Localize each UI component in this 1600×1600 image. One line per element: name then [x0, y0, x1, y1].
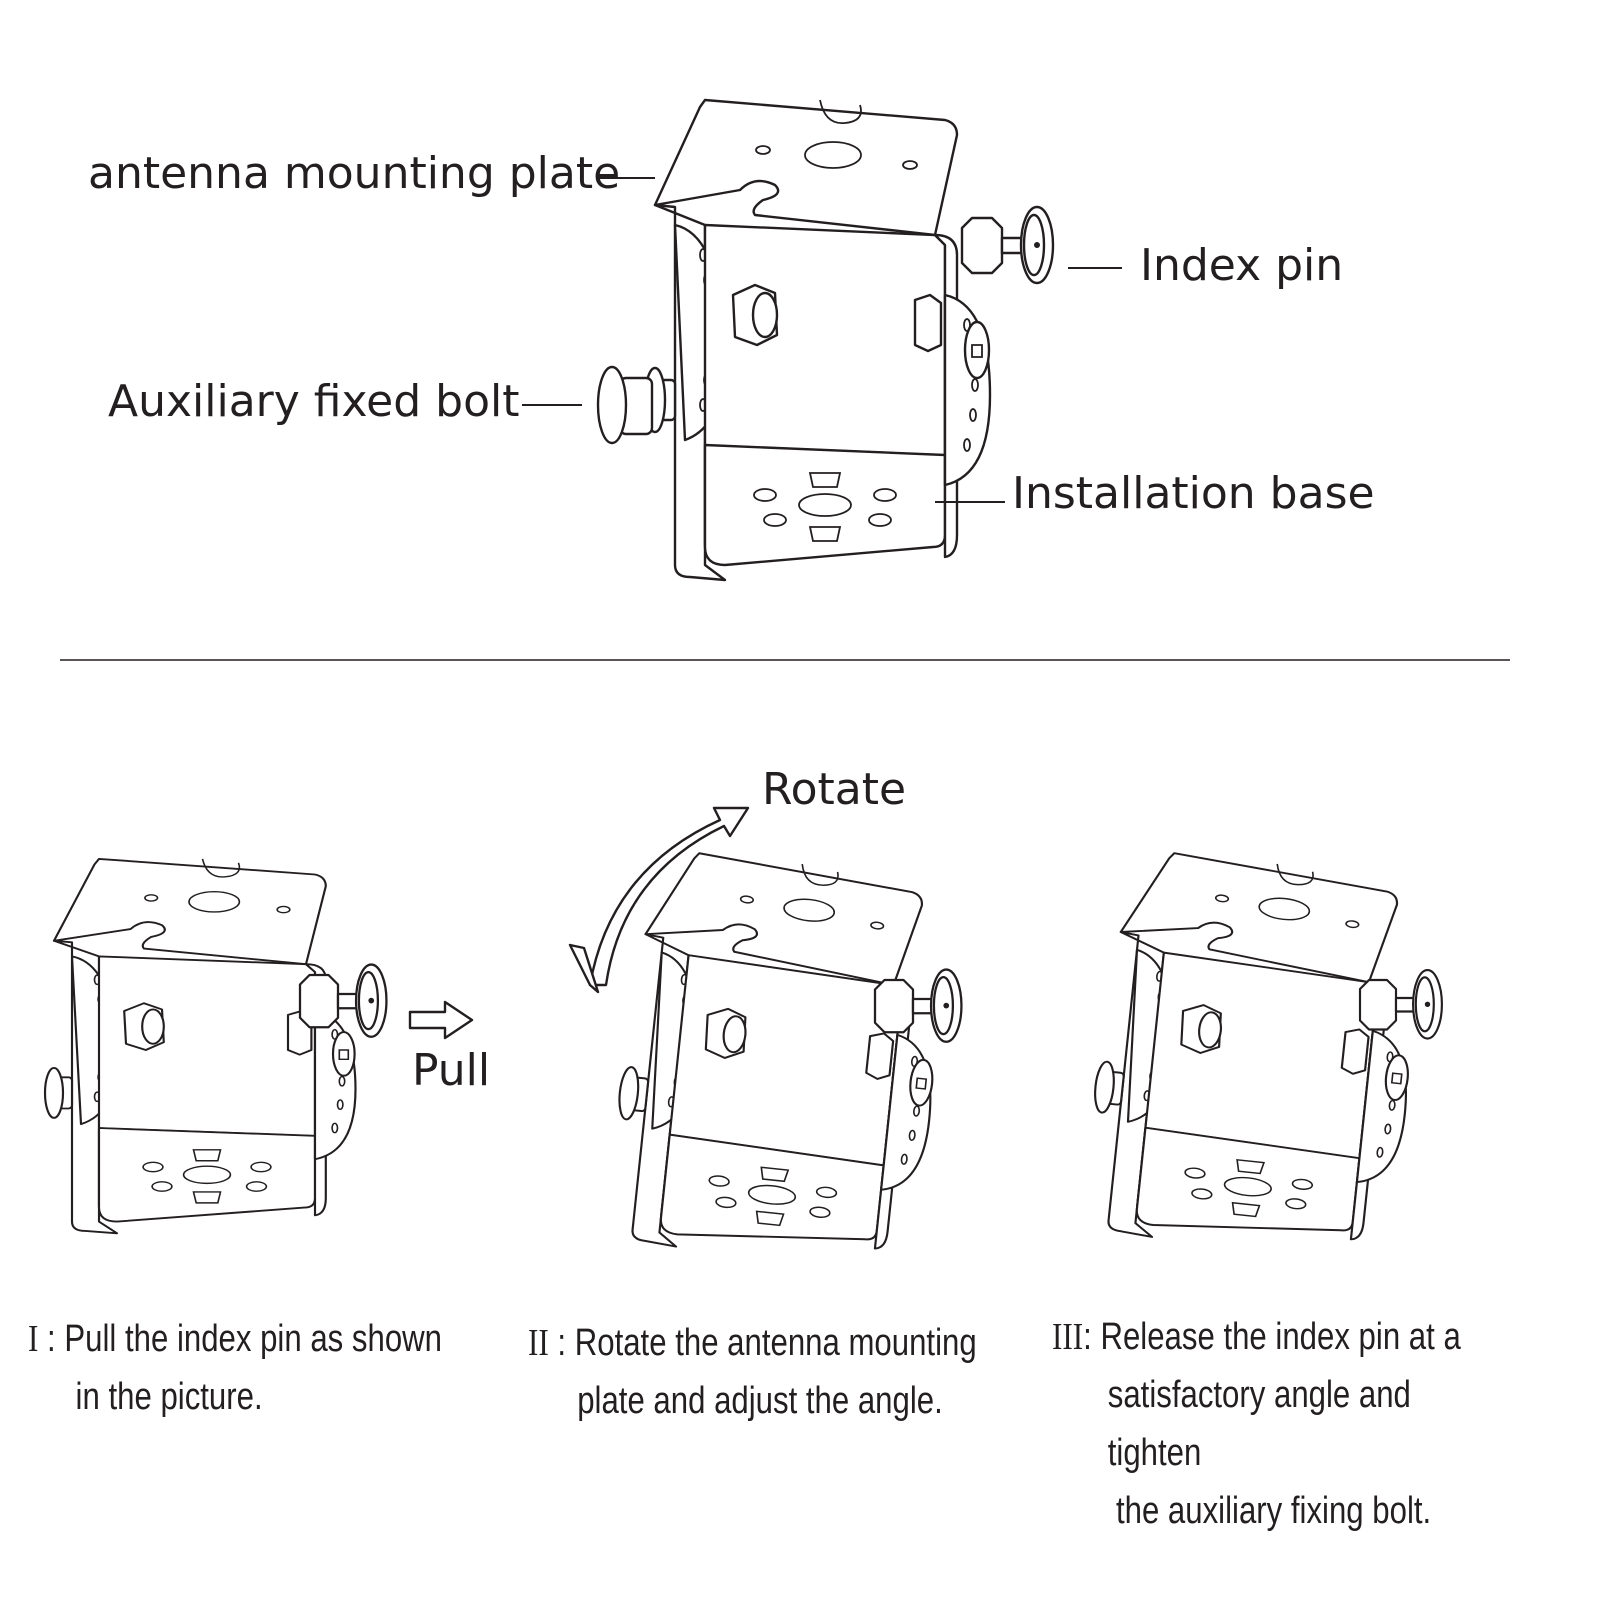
label-index-pin: Index pin: [1140, 240, 1344, 291]
step2-caption: II : Rotate the antenna mounting plate a…: [528, 1314, 977, 1430]
step1-index-pin-pulled: [298, 963, 388, 1038]
step1-separator: :: [47, 1318, 56, 1360]
step1-caption: I : Pull the index pin as shown in the p…: [28, 1310, 442, 1426]
main-index-pin: [960, 205, 1055, 285]
label-antenna-mounting-plate: antenna mounting plate: [88, 148, 621, 199]
step1-line2: in the picture.: [75, 1376, 263, 1418]
main-aux-bolt: [596, 365, 654, 445]
step2-line2: plate and adjust the angle.: [577, 1380, 943, 1422]
label-installation-base: Installation base: [1012, 468, 1375, 519]
step3-bracket-drawing: [1079, 846, 1431, 1263]
step2-line1: Rotate the antenna mounting: [574, 1322, 977, 1364]
step1-line1: Pull the index pin as shown: [64, 1318, 442, 1360]
step3-number: III: [1052, 1316, 1084, 1358]
step1-number: I: [28, 1318, 39, 1360]
step2-number: II: [528, 1322, 549, 1364]
rotate-arrow-icon: [568, 806, 750, 994]
main-bracket-drawing: [643, 98, 992, 582]
step3-line1: Release the index pin at a: [1100, 1316, 1461, 1358]
step3-caption: III: Release the index pin at a satisfac…: [1052, 1308, 1501, 1540]
step1-bracket-drawing: [43, 857, 357, 1235]
step3-line3: the auxiliary fixing bolt.: [1115, 1490, 1432, 1532]
step2-index-pin: [873, 968, 963, 1043]
step3-index-pin: [1358, 969, 1443, 1040]
label-auxiliary-fixed-bolt: Auxiliary fixed bolt: [108, 376, 520, 427]
step2-separator: :: [557, 1322, 567, 1364]
label-rotate: Rotate: [762, 764, 907, 815]
step3-line2: satisfactory angle and tighten: [1107, 1374, 1411, 1474]
step2-bracket-drawing: [603, 846, 956, 1273]
step3-separator: :: [1083, 1316, 1092, 1358]
pull-arrow-icon: [408, 1000, 474, 1040]
label-pull: Pull: [412, 1045, 491, 1096]
